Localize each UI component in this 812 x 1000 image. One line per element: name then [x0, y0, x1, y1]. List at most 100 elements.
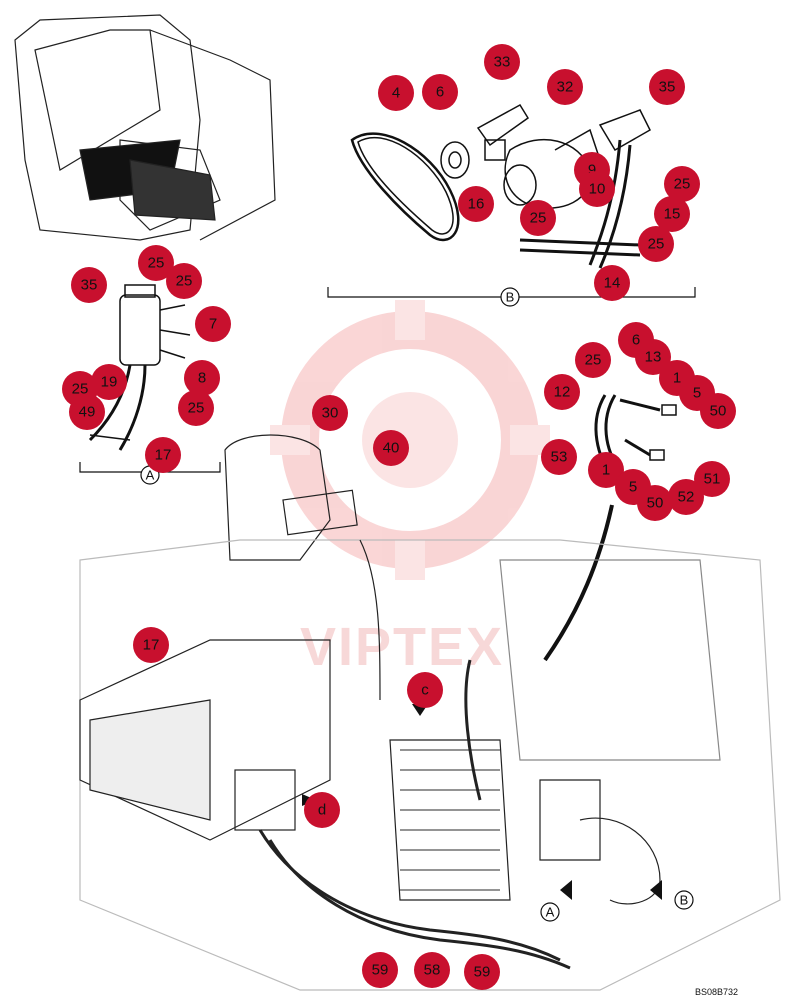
callout-badge — [166, 263, 202, 299]
callout-badge — [69, 394, 105, 430]
callout-number: 1 — [602, 462, 610, 479]
callout-number: 14 — [604, 275, 621, 292]
callout-badge — [635, 339, 671, 375]
watermark-gear — [270, 300, 550, 580]
callout-badge — [694, 461, 730, 497]
callout-badge — [638, 226, 674, 262]
callout-number: 10 — [589, 181, 606, 198]
main-assembly-drawing — [79, 434, 781, 991]
callout-number: 15 — [664, 206, 681, 223]
callout-number: 17 — [155, 447, 172, 464]
callout-number: 59 — [474, 964, 491, 981]
callout-badge — [464, 954, 500, 990]
callout-number: 4 — [392, 85, 400, 102]
callout-badge — [579, 171, 615, 207]
callout-badge — [184, 360, 220, 396]
callout-number: 50 — [647, 495, 664, 512]
callout-number: 35 — [81, 277, 98, 294]
arrow-a — [560, 880, 572, 900]
section-b-marker — [500, 287, 520, 307]
callout-badge — [195, 306, 231, 342]
callout-badge — [520, 200, 556, 236]
callout-number: 12 — [554, 384, 571, 401]
callout-number: 25 — [585, 352, 602, 369]
view-callout-letter: d — [318, 802, 326, 819]
callout-number: 17 — [143, 637, 160, 654]
callout-badge — [649, 69, 685, 105]
callout-number: 35 — [659, 79, 676, 96]
callout-number: 8 — [198, 370, 206, 387]
callout-badge — [544, 374, 580, 410]
callout-number: 16 — [468, 196, 485, 213]
callout-badge — [91, 364, 127, 400]
callout-number: 5 — [693, 385, 701, 402]
view-marker-a — [540, 902, 560, 922]
callout-number: 30 — [322, 405, 339, 422]
view-callout-badge — [407, 672, 443, 708]
callout-number: 25 — [674, 176, 691, 193]
callout-number: 52 — [678, 489, 695, 506]
callout-number: 13 — [645, 349, 662, 366]
callout-number: 19 — [101, 374, 118, 391]
callout-number: 6 — [632, 332, 640, 349]
callout-badge — [484, 44, 520, 80]
view-callout-letter: c — [421, 682, 429, 699]
callout-number: 25 — [648, 236, 665, 253]
view-label-b: B — [680, 893, 689, 908]
callout-number: 53 — [551, 449, 568, 466]
callout-badge — [541, 439, 577, 475]
callout-badge — [458, 186, 494, 222]
callout-badge — [654, 196, 690, 232]
section-a-label: A — [146, 468, 155, 483]
callout-number: 25 — [176, 273, 193, 290]
callout-number: 25 — [530, 210, 547, 227]
view-marker-b — [674, 890, 694, 910]
callout-badge — [547, 69, 583, 105]
leader-line — [543, 504, 614, 662]
callout-number: 5 — [629, 479, 637, 496]
callout-badge — [700, 393, 736, 429]
callout-number: 25 — [72, 381, 89, 398]
machine-overview — [14, 14, 276, 241]
callout-badge — [378, 75, 414, 111]
callout-number: 25 — [148, 255, 165, 272]
callout-badge — [312, 395, 348, 431]
callout-badge — [71, 267, 107, 303]
callout-badge — [588, 452, 624, 488]
arrow-b — [650, 880, 662, 900]
callout-number: 25 — [188, 400, 205, 417]
section-b-label: B — [506, 290, 515, 305]
callout-badge — [414, 952, 450, 988]
callout-badge — [575, 342, 611, 378]
callout-badge — [138, 245, 174, 281]
callout-number: 58 — [424, 962, 441, 979]
callout-number: 49 — [79, 404, 96, 421]
detail-b-drawing — [350, 103, 651, 269]
callout-number: 32 — [557, 79, 574, 96]
callout-number: 51 — [704, 471, 721, 488]
callout-badge — [594, 265, 630, 301]
callout-badge — [668, 479, 704, 515]
callout-number: 1 — [673, 370, 681, 387]
callout-badge — [422, 74, 458, 110]
watermark-text: VIPTEX — [300, 617, 504, 677]
drawing-code: BS08B732 — [695, 987, 738, 997]
callout-number: 6 — [436, 84, 444, 101]
callout-number: 59 — [372, 962, 389, 979]
callout-badge — [145, 437, 181, 473]
detail-a-drawing — [88, 284, 191, 451]
callout-badge — [664, 166, 700, 202]
view-callout-badge — [304, 792, 340, 828]
view-label-a: A — [546, 905, 555, 920]
callout-badge — [637, 485, 673, 521]
callout-number: 50 — [710, 403, 727, 420]
callout-badge — [178, 390, 214, 426]
callout-badge — [362, 952, 398, 988]
callout-number: 7 — [209, 316, 217, 333]
callout-number: 40 — [383, 440, 400, 457]
callout-number: 33 — [494, 54, 511, 71]
callout-badge — [373, 430, 409, 466]
